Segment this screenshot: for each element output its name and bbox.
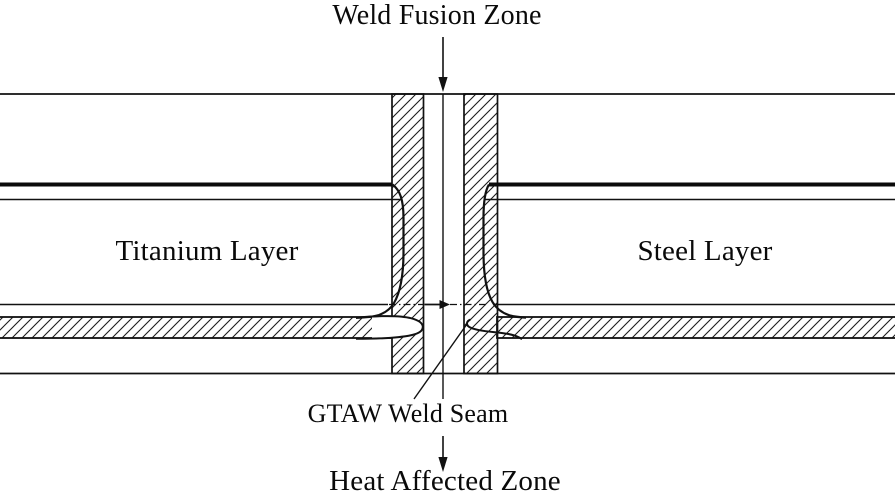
- gtaw-weld-seam-label: GTAW Weld Seam: [307, 399, 509, 428]
- interlayer-strip-right: [496, 316, 895, 339]
- right-arrow-seam-icon: [424, 300, 450, 309]
- down-arrow-bottom-icon: [438, 436, 448, 472]
- down-arrow-top-icon: [438, 37, 448, 92]
- interlayer-strip-left: [0, 316, 393, 339]
- heat-affected-zone-label: Heat Affected Zone: [329, 465, 561, 497]
- weld-root-finger: [372, 316, 422, 339]
- titanium-layer-label: Titanium Layer: [115, 235, 299, 267]
- weld-fusion-zone-label: Weld Fusion Zone: [332, 0, 542, 31]
- gtaw-leader-line: [413, 323, 468, 400]
- steel-layer-label: Steel Layer: [637, 235, 773, 267]
- fusion-boundary-left: [355, 183, 424, 340]
